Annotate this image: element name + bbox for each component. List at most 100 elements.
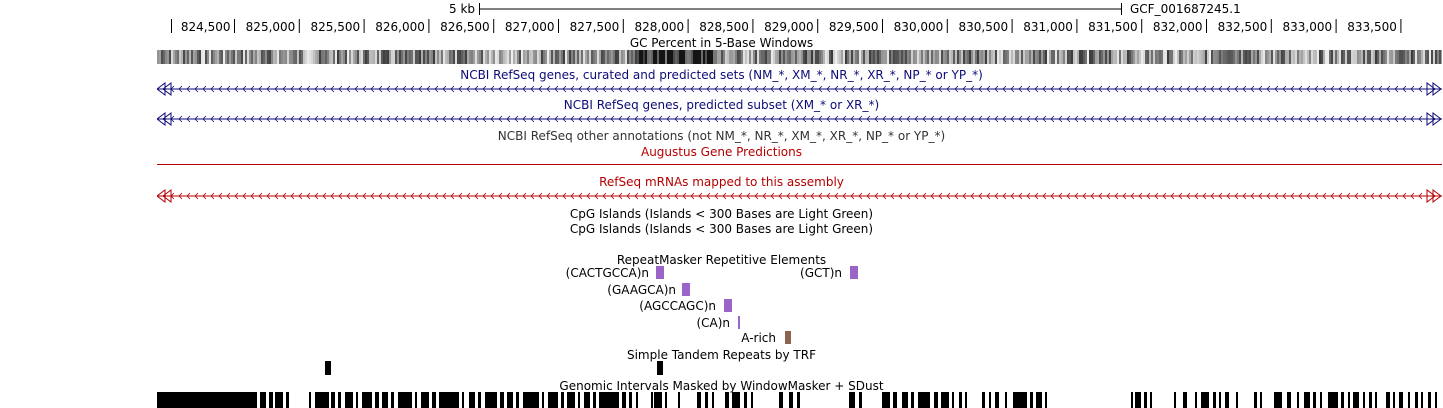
gc-bin <box>1139 50 1141 64</box>
cpg-islands-track-label-2[interactable]: CpG Islands (Islands < 300 Bases are Lig… <box>569 222 874 236</box>
gc-bin <box>1151 50 1153 64</box>
gc-bin <box>779 50 781 64</box>
refseq-curated-track-label[interactable]: NCBI RefSeq genes, curated and predicted… <box>460 68 983 82</box>
masked-interval <box>500 392 504 408</box>
repeat-element-cactgcca[interactable] <box>656 266 664 279</box>
gc-bin <box>683 50 685 64</box>
refseq-predicted-gene[interactable] <box>157 112 1442 126</box>
gc-bin <box>1097 50 1099 64</box>
gc-bin <box>479 50 481 64</box>
repeatmasker-track-label[interactable]: RepeatMasker Repetitive Elements <box>616 253 827 267</box>
gc-bin <box>833 50 835 64</box>
gc-bin <box>653 50 655 64</box>
masked-interval <box>1274 392 1282 408</box>
repeat-element-gaagca[interactable] <box>682 283 690 296</box>
gc-bin <box>1435 50 1437 64</box>
refseq-other-track-label[interactable]: NCBI RefSeq other annotations (not NM_*,… <box>497 129 946 143</box>
gc-bin <box>821 50 823 64</box>
gc-bin <box>559 50 561 64</box>
masked-interval <box>902 392 908 408</box>
repeat-element-ca[interactable] <box>738 316 740 329</box>
gc-bin <box>615 50 617 64</box>
gc-track-label[interactable]: GC Percent in 5-Base Windows <box>629 36 814 50</box>
masked-interval <box>578 392 580 408</box>
gc-bin <box>493 50 495 64</box>
gc-bin <box>173 50 175 64</box>
masked-interval <box>561 392 564 408</box>
gc-bin <box>927 50 929 64</box>
masked-interval <box>391 392 394 408</box>
masked-interval <box>1030 392 1033 408</box>
repeat-element-gct[interactable] <box>850 266 858 279</box>
masked-interval <box>1421 392 1423 408</box>
gc-bin <box>1107 50 1109 64</box>
gc-bin <box>361 50 363 64</box>
gc-bin <box>751 50 753 64</box>
gc-bin <box>293 50 295 64</box>
gc-bin <box>677 50 679 64</box>
gc-bin <box>1307 50 1309 64</box>
gc-bin <box>1359 50 1361 64</box>
tandem-repeat-feature[interactable] <box>325 361 331 375</box>
masked-interval <box>1313 392 1316 408</box>
gc-bin <box>1337 50 1339 64</box>
gc-bin <box>1155 50 1157 64</box>
ruler-tick-label: 826,000 <box>375 20 425 34</box>
masked-interval <box>1297 392 1299 408</box>
masked-interval <box>1236 392 1238 408</box>
gc-percent-track[interactable] <box>157 50 1442 64</box>
refseq-mrna-alignment[interactable] <box>157 189 1442 203</box>
ruler-tick-label: 832,000 <box>1153 20 1203 34</box>
gc-bin <box>1331 50 1333 64</box>
masked-interval <box>1353 392 1359 408</box>
masked-interval <box>732 392 740 408</box>
gc-bin <box>377 50 379 64</box>
refseq-predicted-track-label[interactable]: NCBI RefSeq genes, predicted subset (XM_… <box>563 98 880 112</box>
gc-bin <box>905 50 907 64</box>
trf-track-label[interactable]: Simple Tandem Repeats by TRF <box>626 348 816 362</box>
gc-bin <box>975 50 977 64</box>
gc-bin <box>295 50 297 64</box>
masked-interval <box>678 392 680 408</box>
gc-bin <box>1347 50 1349 64</box>
gc-bin <box>575 50 577 64</box>
gc-bin <box>599 50 601 64</box>
gc-bin <box>935 50 937 64</box>
gc-bin <box>1371 50 1373 64</box>
gc-bin <box>929 50 931 64</box>
tandem-repeat-feature[interactable] <box>657 361 663 375</box>
gc-bin <box>177 50 179 64</box>
gc-bin <box>275 50 277 64</box>
windowmasker-track-label[interactable]: Genomic Intervals Masked by WindowMasker… <box>559 379 884 393</box>
masked-interval <box>275 392 283 408</box>
gc-bin <box>567 50 569 64</box>
gc-bin <box>1095 50 1097 64</box>
gc-bin <box>877 50 879 64</box>
cpg-islands-track-label[interactable]: CpG Islands (Islands < 300 Bases are Lig… <box>569 207 874 221</box>
gc-bin <box>971 50 973 64</box>
gc-bin <box>231 50 233 64</box>
repeat-element-agccagc[interactable] <box>724 299 732 312</box>
gc-bin <box>1087 50 1089 64</box>
masked-interval <box>1304 392 1310 408</box>
gc-bin <box>769 50 771 64</box>
repeat-element-a-rich[interactable] <box>785 331 791 344</box>
gc-bin <box>987 50 989 64</box>
gc-bin <box>801 50 803 64</box>
gc-bin <box>1397 50 1399 64</box>
augustus-track-label[interactable]: Augustus Gene Predictions <box>640 145 802 159</box>
masked-interval <box>1213 392 1216 408</box>
gc-bin <box>1003 50 1005 64</box>
gc-bin <box>811 50 813 64</box>
gc-bin <box>1325 50 1327 64</box>
refseq-mrna-track-label[interactable]: RefSeq mRNAs mapped to this assembly <box>599 175 844 189</box>
augustus-gene[interactable] <box>157 164 1442 165</box>
gc-bin <box>879 50 881 64</box>
masked-interval <box>965 392 967 408</box>
gc-bin <box>1309 50 1311 64</box>
gc-bin <box>945 50 947 64</box>
refseq-curated-gene[interactable] <box>157 82 1442 96</box>
windowmasker-track[interactable] <box>157 392 1442 408</box>
masked-interval <box>315 392 329 408</box>
